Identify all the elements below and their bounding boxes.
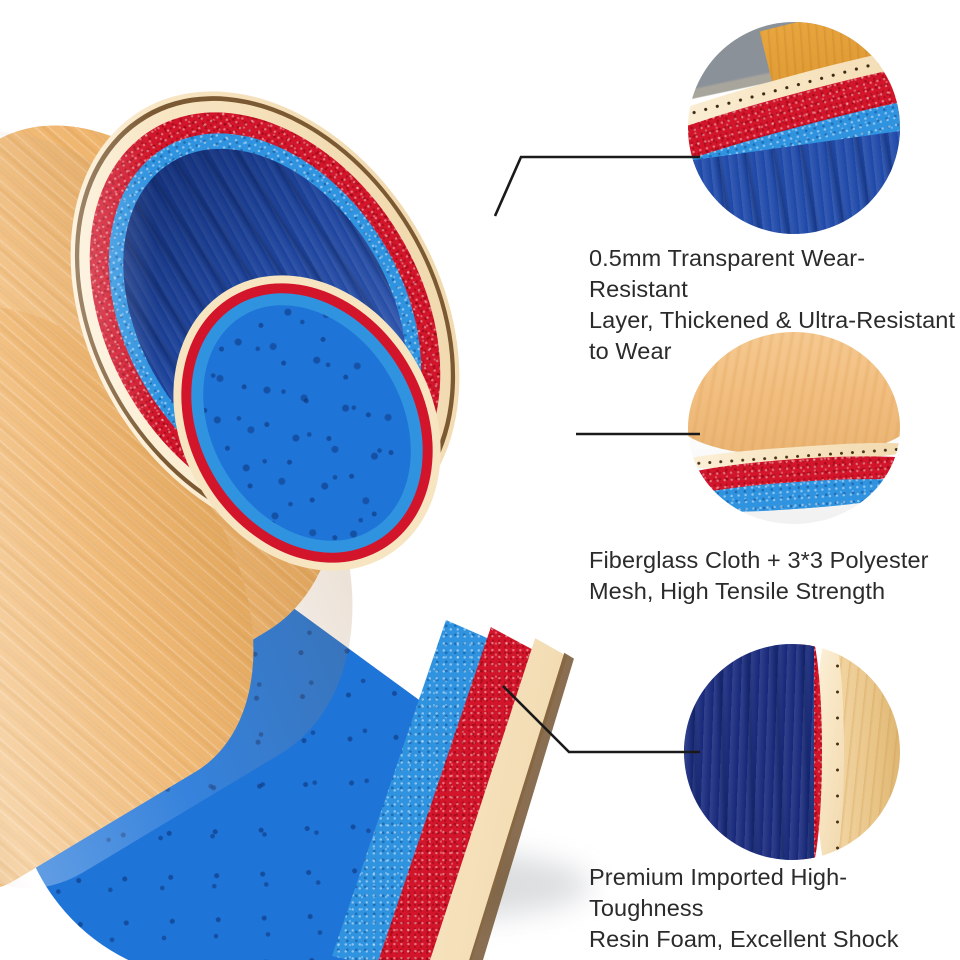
detail-circle-2 (688, 332, 900, 524)
product-roll-image (0, 20, 600, 960)
callout-caption-1: 0.5mm Transparent Wear-Resistant Layer, … (589, 245, 956, 364)
callout-caption-2: Fiberglass Cloth + 3*3 Polyester Mesh, H… (589, 547, 929, 604)
detail-circle-3 (684, 644, 900, 860)
detail-circle-1 (688, 22, 900, 234)
callout-caption-3: Premium Imported High-Toughness Resin Fo… (589, 864, 899, 960)
